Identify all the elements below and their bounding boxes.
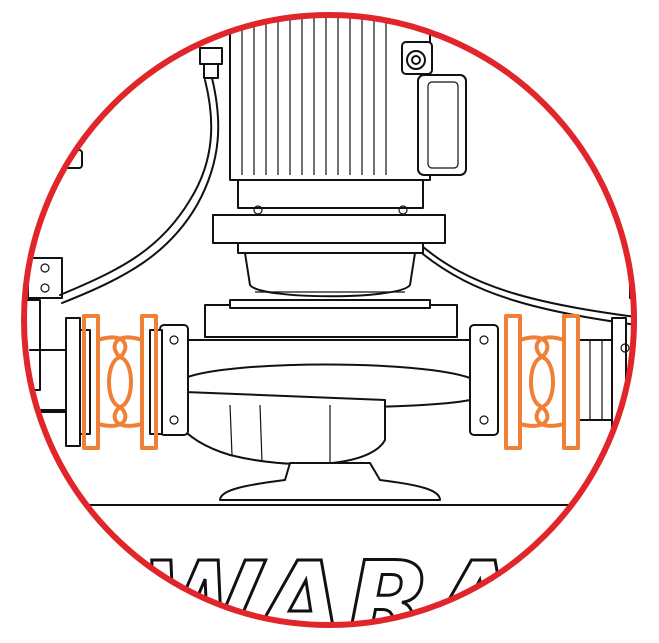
right-pipe-flange [577,317,630,447]
pump-volute [159,299,499,466]
motor [229,15,431,215]
cable-left [59,79,213,296]
motor-flange [212,214,446,254]
right-bellows-coupling [504,314,580,450]
brand-lettering: WARA [140,538,520,643]
terminal-box [401,41,467,176]
left-bellows-coupling [82,314,158,450]
brand-panel: WARA [24,504,634,643]
pump-lantern [244,252,416,298]
cable-gland-icon [199,47,223,79]
highlight-circle [21,12,637,628]
pump-base [219,462,441,501]
cable-right [414,239,634,321]
